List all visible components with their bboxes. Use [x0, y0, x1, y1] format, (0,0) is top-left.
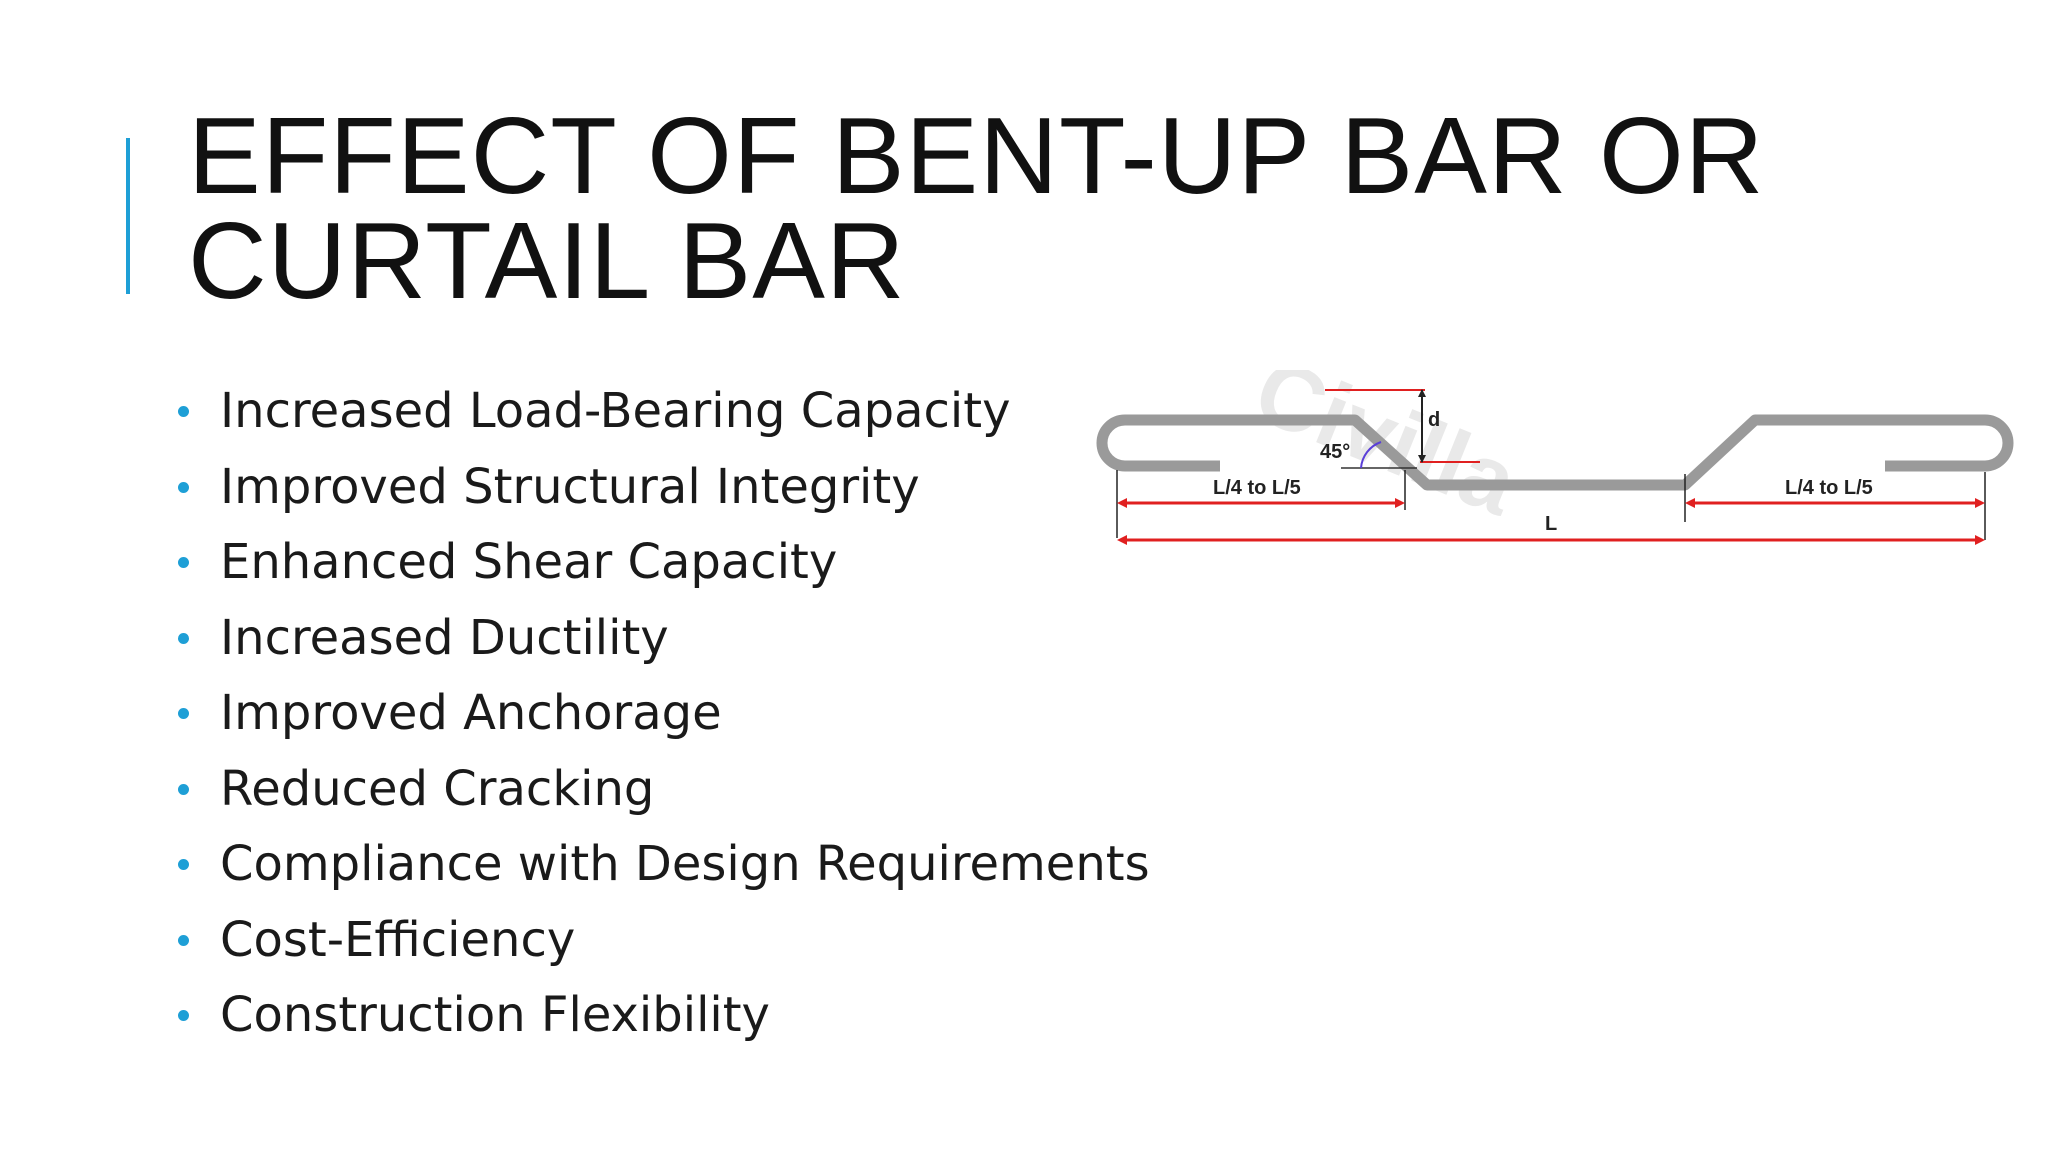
- bullet-text: Enhanced Shear Capacity: [220, 534, 838, 590]
- left-dim-arrow-right-icon: [1395, 498, 1405, 508]
- total-length-label: L: [1545, 513, 1557, 535]
- title-accent-bar: [126, 138, 130, 294]
- bullet-item: Improved Anchorage: [178, 680, 1150, 756]
- title-line-2: CURTAIL BAR: [188, 200, 906, 322]
- bullet-dot-icon: [178, 406, 189, 417]
- bullet-text: Increased Ductility: [220, 609, 669, 666]
- bullet-dot-icon: [178, 1010, 189, 1021]
- bullet-item: Compliance with Design Requirements: [178, 831, 1150, 907]
- bullet-dot-icon: [178, 859, 189, 870]
- bullet-item: Construction Flexibility: [178, 982, 1150, 1058]
- right-dim-arrow-right-icon: [1975, 498, 1985, 508]
- bullet-item: Cost-Efficiency: [178, 907, 1150, 983]
- bent-bar-shape: [1096, 414, 2014, 491]
- slide-title: EFFECT OF BENT-UP BAR OR CURTAIL BAR: [188, 95, 1988, 322]
- bullet-dot-icon: [178, 934, 189, 946]
- d-arrow-down-icon: [1418, 455, 1426, 463]
- bullet-text: Compliance with Design Requirements: [220, 836, 1150, 892]
- bullet-text: Improved Structural Integrity: [220, 458, 920, 515]
- bullet-dot-icon: [178, 783, 189, 795]
- bullet-dot-icon: [178, 708, 189, 719]
- bullet-text: Cost-Efficiency: [220, 911, 576, 968]
- bullet-text: Reduced Cracking: [220, 760, 655, 817]
- angle-arc: [1360, 441, 1382, 469]
- left-dimension-label: L/4 to L/5: [1213, 477, 1301, 499]
- total-arrow-left-icon: [1117, 535, 1127, 545]
- bullet-dot-icon: [178, 632, 189, 644]
- bullet-item: Improved Structural Integrity: [178, 454, 1150, 530]
- bent-up-bar-diagram: Civilla d 45° L/4 to L/5 L/4 to L/5: [1096, 370, 2014, 545]
- bullet-text: Improved Anchorage: [220, 685, 722, 741]
- bullet-item: Increased Load-Bearing Capacity: [178, 378, 1150, 454]
- title-line-1: EFFECT OF BENT-UP BAR OR: [188, 95, 1765, 217]
- right-dimension-label: L/4 to L/5: [1785, 477, 1873, 499]
- bullet-item: Reduced Cracking: [178, 756, 1150, 832]
- bullet-item: Increased Ductility: [178, 605, 1150, 681]
- bullet-text: Increased Load-Bearing Capacity: [220, 383, 1011, 439]
- bullet-item: Enhanced Shear Capacity: [178, 529, 1150, 605]
- right-dim-arrow-left-icon: [1685, 498, 1695, 508]
- bullet-dot-icon: [178, 481, 189, 493]
- bullet-dot-icon: [178, 557, 189, 568]
- d-arrow-up-icon: [1418, 389, 1426, 397]
- left-dim-arrow-left-icon: [1117, 498, 1127, 508]
- angle-label: 45°: [1320, 441, 1350, 463]
- bullet-list: Increased Load-Bearing Capacity Improved…: [178, 378, 1150, 1058]
- total-arrow-right-icon: [1975, 535, 1985, 545]
- bullet-text: Construction Flexibility: [220, 987, 770, 1043]
- d-label: d: [1428, 409, 1440, 431]
